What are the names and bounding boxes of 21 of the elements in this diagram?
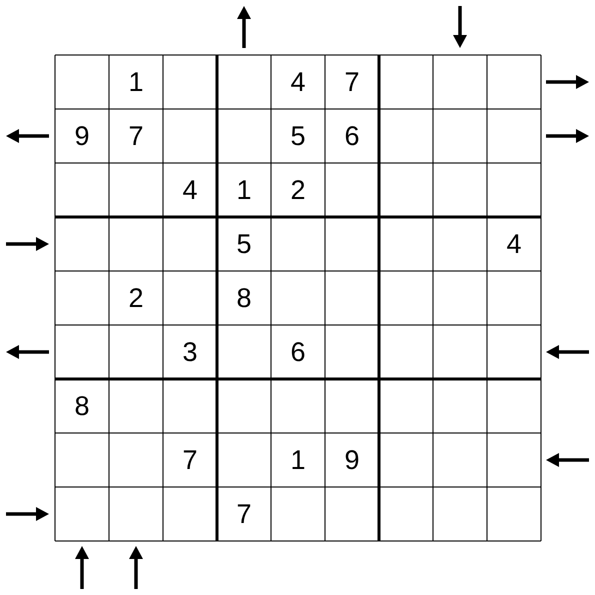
given-digit: 4: [181, 174, 199, 207]
given-digit: 8: [235, 282, 253, 315]
given-digit: 5: [289, 120, 307, 153]
given-digit: 3: [181, 336, 199, 369]
given-digit: 1: [127, 66, 145, 99]
given-digit: 8: [73, 390, 91, 423]
given-digit: 7: [127, 120, 145, 153]
given-digit: 4: [289, 66, 307, 99]
given-digit: 6: [343, 120, 361, 153]
given-digit: 5: [235, 228, 253, 261]
given-digit: 4: [505, 228, 523, 261]
given-digit: 7: [235, 498, 253, 531]
given-digit: 2: [127, 282, 145, 315]
given-digit: 6: [289, 336, 307, 369]
given-digit: 7: [343, 66, 361, 99]
given-digit: 9: [73, 120, 91, 153]
given-digit: 1: [289, 444, 307, 477]
given-digit: 1: [235, 174, 253, 207]
given-digit: 9: [343, 444, 361, 477]
given-digit: 7: [181, 444, 199, 477]
given-digit: 2: [289, 174, 307, 207]
